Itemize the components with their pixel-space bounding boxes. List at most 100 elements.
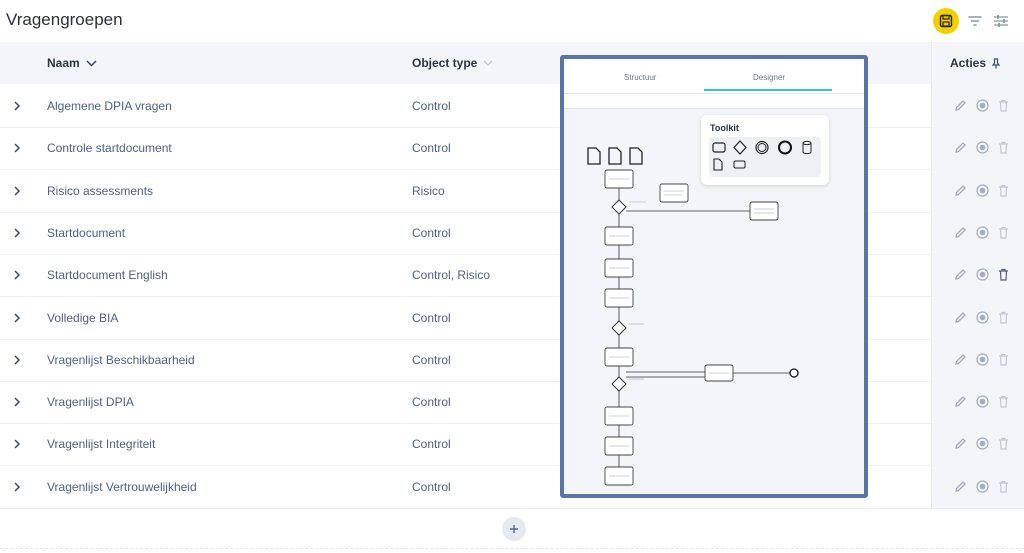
trash-icon[interactable] [996,183,1011,198]
intermediate-event-icon[interactable] [755,140,769,155]
row-actions [931,212,1024,254]
table-header: Naam Object type [0,42,1024,84]
trash-icon[interactable] [996,140,1011,155]
pencil-icon[interactable] [953,479,968,494]
column-header-actions: Acties [950,56,1001,70]
row-actions [931,423,1024,465]
chevron-right-icon[interactable] [11,185,23,197]
pencil-icon[interactable] [953,98,968,113]
pencil-icon[interactable] [953,225,968,240]
chevron-right-icon[interactable] [11,227,23,239]
designer-tabs: Structuur Designer [564,59,864,94]
record-icon[interactable] [975,352,990,367]
tab-designer[interactable]: Designer [753,73,786,82]
filter-button[interactable] [966,12,984,30]
chevron-right-icon[interactable] [11,354,23,366]
column-type-label: Object type [412,56,478,70]
pencil-icon[interactable] [953,140,968,155]
trash-icon[interactable] [996,98,1011,113]
trash-icon[interactable] [996,310,1011,325]
row-name: Startdocument [47,226,126,240]
row-object-type: Risico [412,184,445,198]
row-name: Controle startdocument [47,141,172,155]
chevron-right-icon[interactable] [11,100,23,112]
record-icon[interactable] [975,394,990,409]
pencil-icon[interactable] [953,352,968,367]
row-actions [931,127,1024,169]
column-header-name[interactable]: Naam [47,56,97,70]
record-icon[interactable] [975,310,990,325]
document-icon [608,147,622,165]
document-icon [629,147,643,165]
table-row[interactable]: Vragenlijst DPIA Control [0,381,931,424]
annotation-shape-icon[interactable] [733,160,746,169]
row-name: Startdocument English [47,268,168,282]
table-row[interactable]: Risico assessments Risico [0,170,931,213]
designer-toolbar-strip [564,94,864,109]
flow-step [749,201,779,221]
record-icon[interactable] [975,436,990,451]
table-row[interactable]: Algemene DPIA vragen Control [0,85,931,128]
chevron-down-icon [86,59,97,67]
end-event-icon[interactable] [778,140,792,155]
row-object-type: Control [412,395,451,409]
chevron-right-icon[interactable] [11,396,23,408]
row-object-type: Control [412,353,451,367]
pencil-icon[interactable] [953,310,968,325]
toolkit-title: Toolkit [710,123,739,133]
trash-icon[interactable] [996,352,1011,367]
trash-icon[interactable] [996,394,1011,409]
page-header: Vragengroepen [0,0,1024,43]
task-shape-icon[interactable] [712,142,726,153]
chevron-right-icon[interactable] [11,269,23,281]
table-footer-divider [0,508,1024,509]
bottom-divider [0,548,1024,549]
pencil-icon[interactable] [953,267,968,282]
pencil-icon[interactable] [953,183,968,198]
row-name: Algemene DPIA vragen [47,99,172,113]
database-icon[interactable] [802,143,812,155]
pencil-icon[interactable] [953,394,968,409]
row-name: Vragenlijst DPIA [47,395,134,409]
trash-icon[interactable] [996,267,1011,282]
chevron-right-icon[interactable] [11,312,23,324]
row-object-type: Control [412,437,451,451]
pencil-icon[interactable] [953,436,968,451]
chevron-right-icon[interactable] [11,142,23,154]
pin-icon[interactable] [992,57,1001,69]
trash-icon[interactable] [996,225,1011,240]
row-actions [931,297,1024,339]
trash-icon[interactable] [996,436,1011,451]
gateway-shape-icon[interactable] [733,140,747,155]
row-name: Risico assessments [47,184,154,198]
record-icon[interactable] [975,183,990,198]
row-name: Vragenlijst Integriteit [47,437,156,451]
save-button[interactable] [933,8,959,34]
column-settings-button[interactable] [992,12,1010,30]
toolkit-shapes [709,137,821,177]
chevron-right-icon[interactable] [11,438,23,450]
record-icon[interactable] [975,140,990,155]
document-icon [587,147,601,165]
record-icon[interactable] [975,225,990,240]
chevron-right-icon[interactable] [11,481,23,493]
record-icon[interactable] [975,98,990,113]
table-row[interactable]: Vragenlijst Integriteit Control [0,423,931,466]
row-actions [931,466,1024,508]
tab-structuur[interactable]: Structuur [624,73,657,82]
record-icon[interactable] [975,267,990,282]
trash-icon[interactable] [996,479,1011,494]
document-shape-icon[interactable] [713,158,723,171]
flow-decision [611,376,627,392]
document-icons [587,147,643,165]
column-header-type[interactable]: Object type [412,56,493,70]
row-object-type: Control [412,99,451,113]
record-icon[interactable] [975,479,990,494]
add-button[interactable] [502,517,526,541]
row-actions [931,85,1024,127]
